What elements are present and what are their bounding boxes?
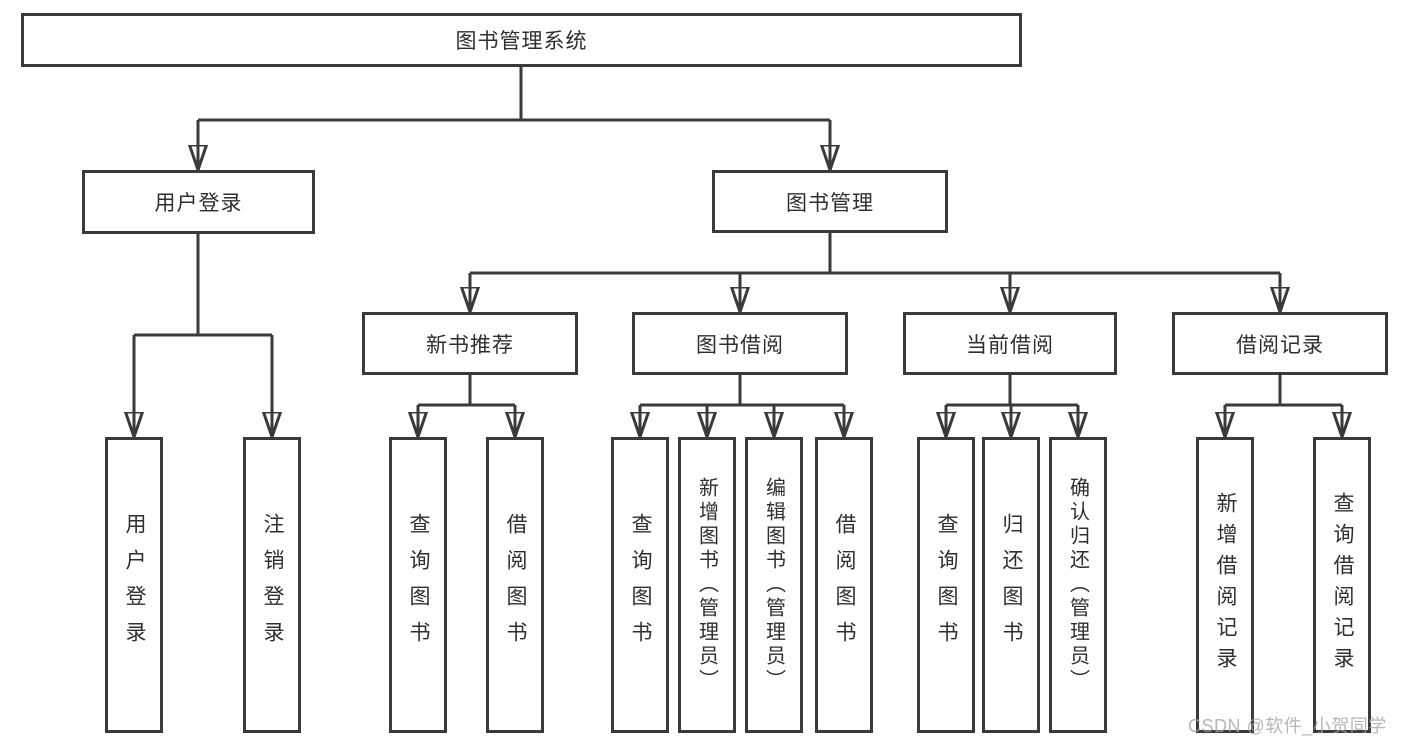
- connector-borrow-records-children: [1225, 375, 1342, 437]
- node-label: 图书管理系统: [455, 30, 588, 53]
- csdn-watermark: CSDN @软件_小贺同学: [1188, 716, 1387, 736]
- connector-book-management-to-level3: [470, 233, 1280, 312]
- leaf-borrow-books-newbook: 借阅图书: [486, 437, 544, 733]
- leaf-label: 借阅图书: [833, 513, 856, 657]
- connector-user-login-children: [134, 234, 272, 437]
- node-current-borrow: 当前借阅: [903, 312, 1117, 375]
- leaf-confirm-return-admin: 确认归还（管理员）: [1049, 437, 1107, 733]
- leaf-edit-books-admin: 编辑图书（管理员）: [745, 437, 803, 733]
- connector-current-borrow-children: [946, 375, 1078, 437]
- leaf-query-books-newbook: 查询图书: [389, 437, 447, 733]
- node-book-management: 图书管理: [712, 170, 948, 233]
- leaf-label: 新增图书（管理员）: [695, 477, 718, 693]
- connector-book-borrow-children: [640, 375, 844, 437]
- node-book-borrow: 图书借阅: [632, 312, 848, 375]
- leaf-query-borrow-record: 查询借阅记录: [1313, 437, 1371, 733]
- leaf-label: 归还图书: [1000, 513, 1023, 657]
- leaf-add-borrow-record: 新增借阅记录: [1196, 437, 1254, 733]
- connector-root-to-level2: [198, 67, 830, 170]
- leaf-logout: 注销登录: [243, 437, 301, 733]
- node-root-system: 图书管理系统: [21, 13, 1022, 67]
- leaf-borrow-books: 借阅图书: [815, 437, 873, 733]
- node-label: 借阅记录: [1236, 333, 1324, 357]
- leaf-label: 查询图书: [629, 513, 652, 657]
- node-label: 当前借阅: [966, 333, 1054, 357]
- leaf-label: 用户登录: [123, 513, 146, 657]
- node-label: 图书管理: [786, 191, 874, 215]
- node-label: 图书借阅: [696, 333, 784, 357]
- leaf-label: 编辑图书（管理员）: [762, 477, 785, 693]
- leaf-return-books: 归还图书: [982, 437, 1040, 733]
- leaf-label: 确认归还（管理员）: [1066, 477, 1089, 693]
- node-label: 新书推荐: [426, 333, 514, 357]
- leaf-label: 查询借阅记录: [1331, 492, 1354, 678]
- node-borrow-records: 借阅记录: [1172, 312, 1388, 375]
- node-new-book-recommend: 新书推荐: [362, 312, 578, 375]
- leaf-label: 借阅图书: [504, 513, 527, 657]
- leaf-label: 注销登录: [261, 513, 284, 657]
- node-label: 用户登录: [154, 192, 243, 215]
- leaf-query-books-current: 查询图书: [917, 437, 975, 733]
- leaf-add-books-admin: 新增图书（管理员）: [678, 437, 736, 733]
- leaf-label: 查询图书: [935, 513, 958, 657]
- leaf-query-books-borrow: 查询图书: [611, 437, 669, 733]
- leaf-label: 新增借阅记录: [1214, 492, 1237, 678]
- node-user-login: 用户登录: [82, 170, 315, 234]
- connector-new-book-children: [418, 375, 515, 437]
- leaf-label: 查询图书: [407, 513, 430, 657]
- leaf-user-login: 用户登录: [105, 437, 163, 733]
